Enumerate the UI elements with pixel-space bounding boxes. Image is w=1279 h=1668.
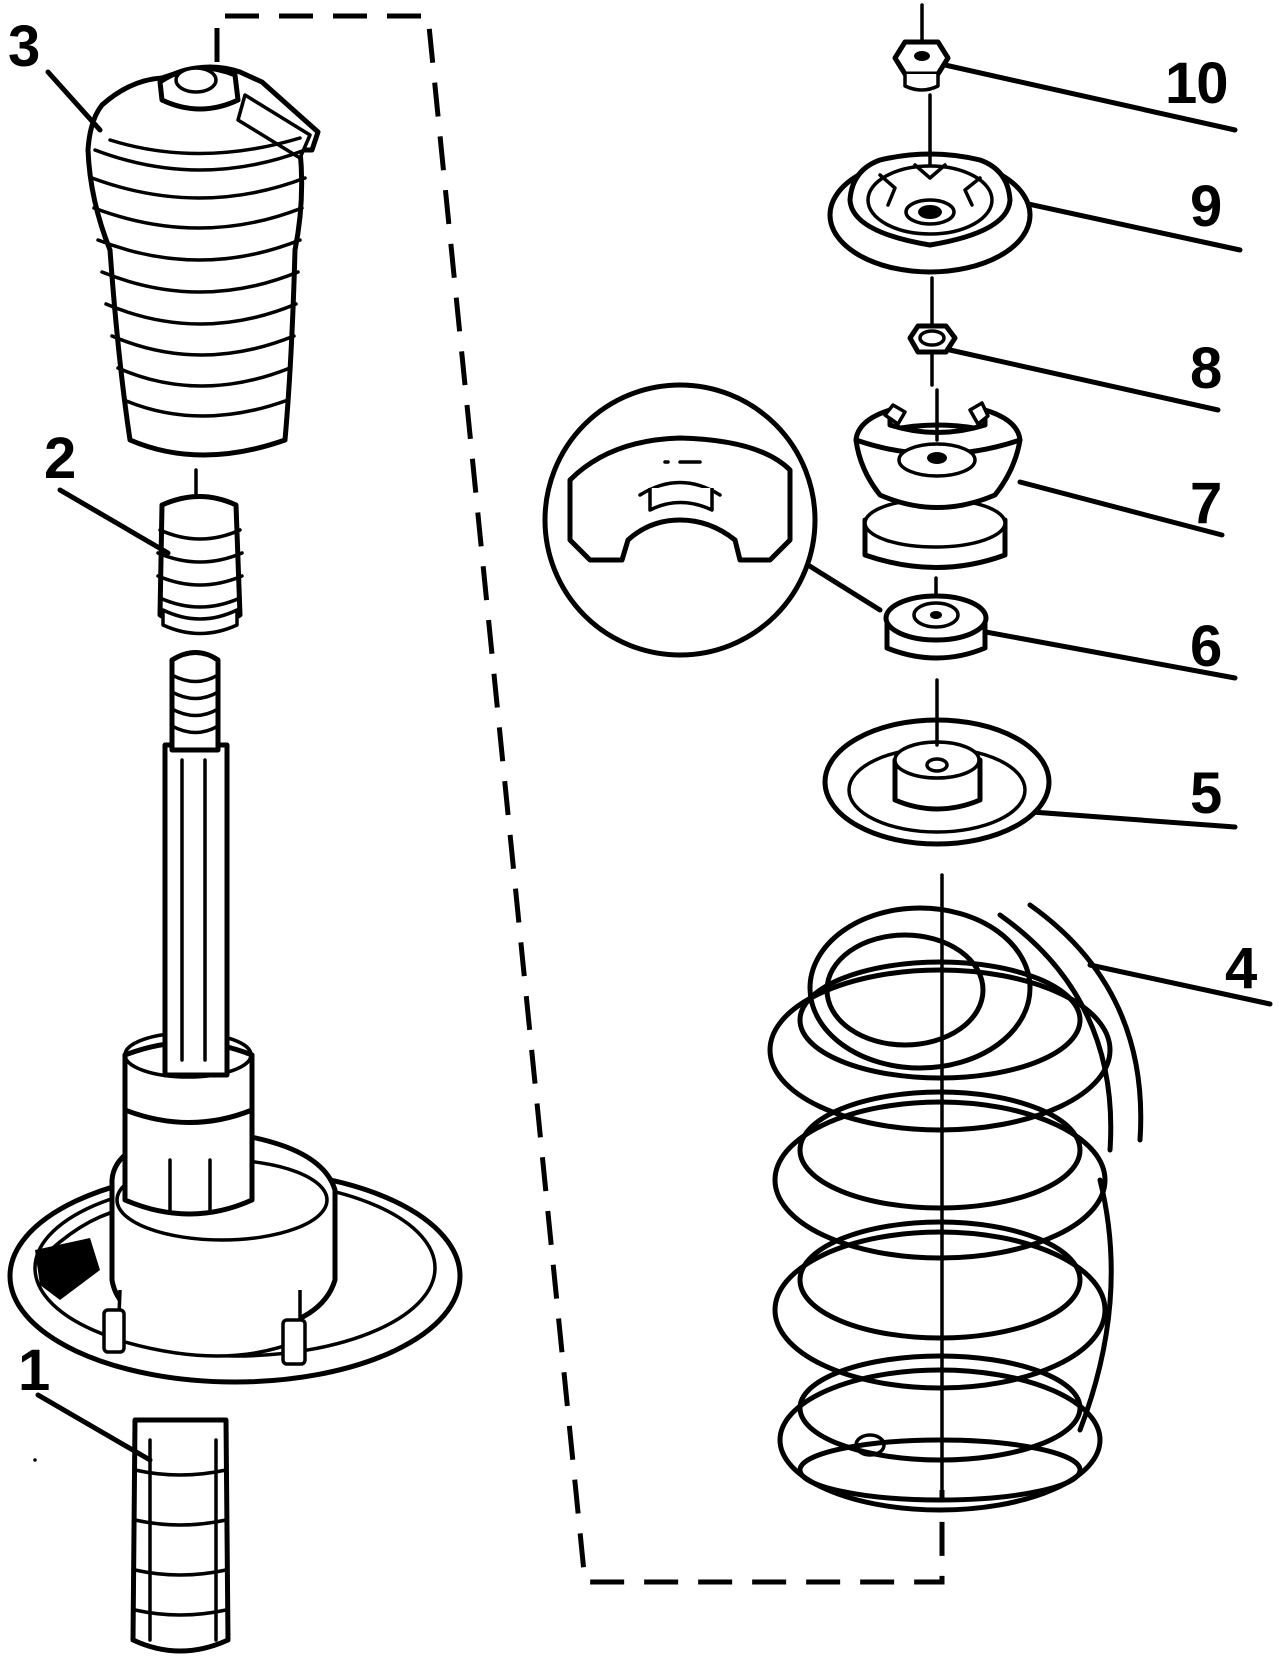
part-10-top-nut — [892, 3, 951, 92]
part-9-upper-plate — [827, 93, 1033, 275]
part-7-top-mount — [853, 388, 1023, 570]
part-2-bump-stop — [156, 468, 244, 636]
part-3-dust-boot — [85, 64, 321, 458]
part-1-strut — [7, 650, 463, 1654]
part-6-bearing — [542, 382, 989, 661]
callout-3: 3 — [8, 14, 40, 79]
callout-9: 9 — [1190, 174, 1222, 239]
assembly-guide-line — [214, 13, 945, 1585]
callout-4: 4 — [1225, 936, 1257, 1001]
part-8-nut — [907, 276, 958, 387]
callout-5: 5 — [1190, 761, 1222, 826]
part-4-coil-spring — [767, 873, 1144, 1513]
part-5-spring-seat — [822, 678, 1052, 847]
callout-6: 6 — [1190, 614, 1222, 679]
callout-8: 8 — [1190, 336, 1222, 401]
callout-7: 7 — [1190, 471, 1222, 536]
callout-1: 1 — [18, 1338, 50, 1403]
callout-2: 2 — [44, 426, 76, 491]
callout-10: 10 — [1165, 51, 1229, 116]
leader-lines — [33, 62, 1273, 1463]
